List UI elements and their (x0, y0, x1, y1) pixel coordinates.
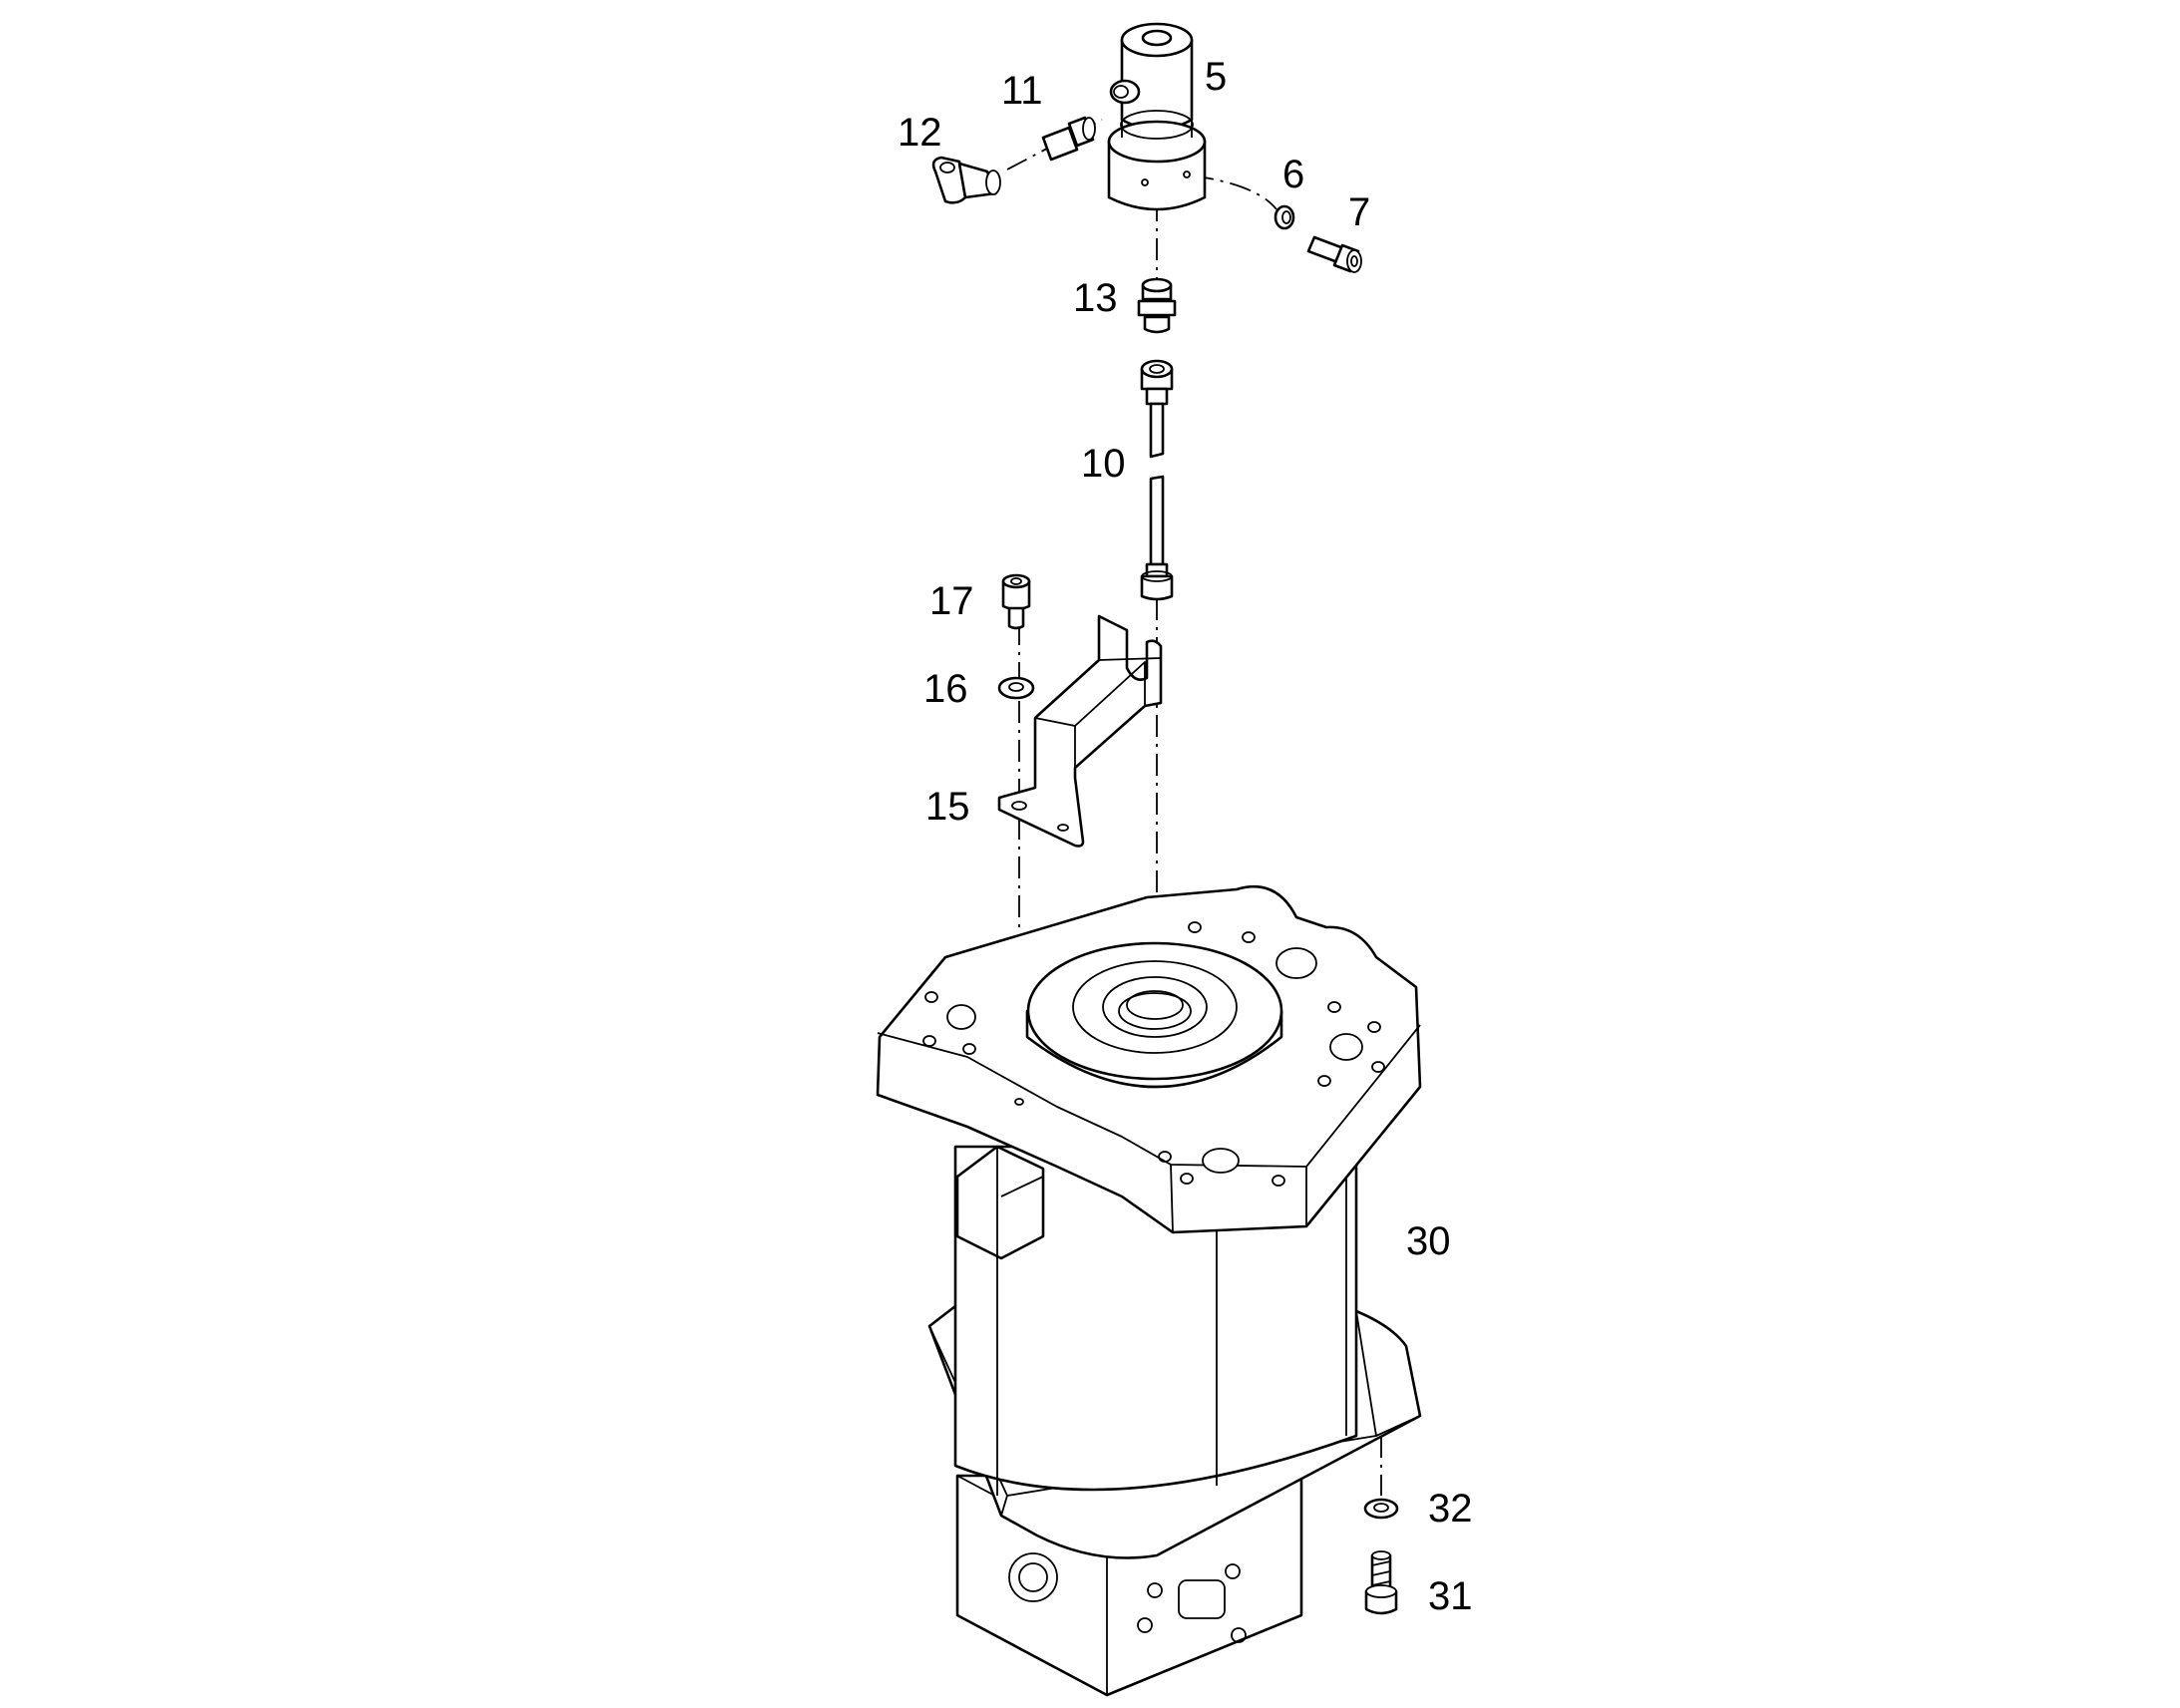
housing-cylinder (953, 1145, 1358, 1492)
part-13-adapter (1137, 277, 1177, 334)
part-7-screw (1306, 235, 1362, 273)
part-6-washer (1273, 204, 1295, 230)
callout-13: 13 (1073, 276, 1118, 320)
callout-17: 17 (929, 579, 974, 623)
part-32-washer (1363, 1498, 1399, 1520)
callout-labels: 5 6 7 10 11 12 13 15 16 17 30 31 32 (898, 55, 1473, 1618)
part-30-housing (876, 884, 1422, 1697)
callout-11: 11 (1001, 69, 1043, 113)
callout-6: 6 (1282, 153, 1304, 196)
callout-10: 10 (1081, 442, 1126, 486)
callout-15: 15 (925, 785, 970, 829)
callout-7: 7 (1348, 190, 1370, 234)
callout-30: 30 (1406, 1219, 1451, 1263)
part-17-screw (1001, 573, 1031, 630)
part-31-screw (1364, 1550, 1398, 1615)
callout-12: 12 (898, 111, 942, 155)
part-10-pipe (1140, 359, 1174, 601)
part-12-elbow (931, 156, 1001, 204)
part-15-bracket (997, 614, 1163, 848)
callout-31: 31 (1428, 1574, 1473, 1618)
callout-32: 32 (1428, 1487, 1473, 1531)
part-5-valve (1107, 22, 1207, 211)
callout-5: 5 (1205, 55, 1227, 99)
part-16-washer (997, 676, 1035, 700)
part-11-fitting (1041, 116, 1096, 162)
callout-16: 16 (923, 667, 968, 711)
